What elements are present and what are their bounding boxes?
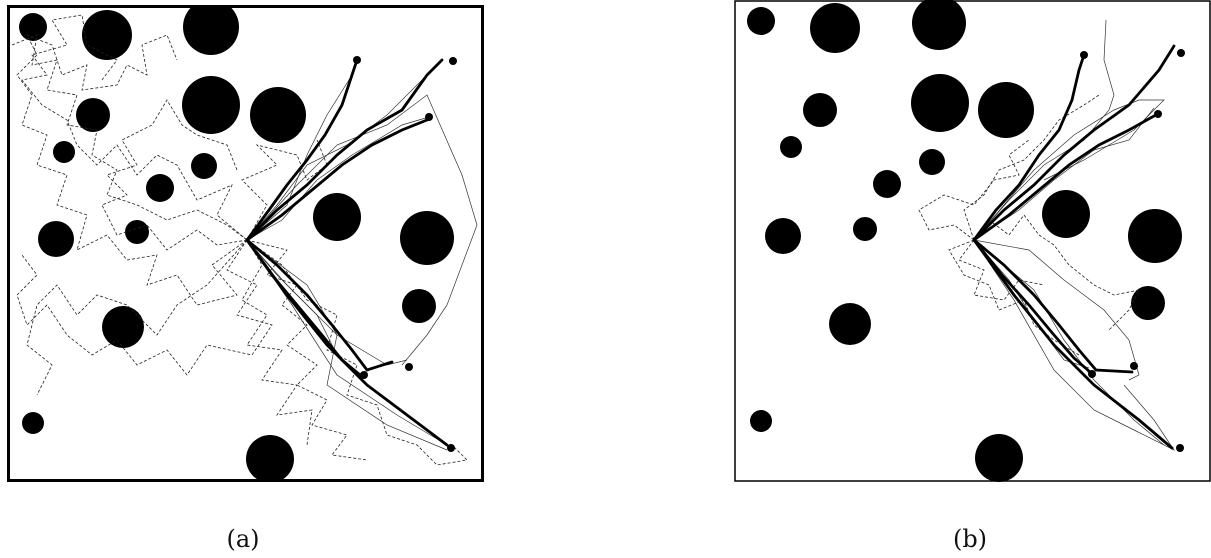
- caption-b: (b): [952, 525, 988, 553]
- panel-b-goals: [1080, 49, 1185, 452]
- goal-marker: [1130, 362, 1138, 370]
- obstacle: [873, 170, 901, 198]
- obstacle: [810, 3, 860, 53]
- goal-marker: [447, 444, 455, 452]
- random-walk: [16, 34, 248, 306]
- learned-path: [973, 99, 1165, 241]
- random-walk: [21, 14, 248, 241]
- random-walk: [963, 94, 1100, 241]
- panel-b-plot: [734, 0, 1211, 482]
- panel-b-frame: [734, 0, 1211, 482]
- panel-b-obstacles: [747, 0, 1182, 482]
- learned-path: [246, 239, 448, 451]
- optimal-path: [245, 118, 429, 242]
- obstacle: [183, 5, 239, 55]
- panel-a-obstacles: [19, 5, 454, 482]
- obstacle: [146, 174, 174, 202]
- learned-path: [973, 239, 1140, 381]
- obstacle: [38, 221, 74, 257]
- obstacle: [53, 141, 75, 163]
- random-walk: [11, 34, 248, 241]
- obstacle: [750, 410, 772, 432]
- caption-a: (a): [226, 525, 260, 553]
- panel-a: [7, 5, 484, 482]
- optimal-path: [972, 238, 1174, 450]
- optimal-path: [972, 238, 1092, 374]
- goal-marker: [1154, 110, 1162, 118]
- optimal-path: [245, 58, 444, 242]
- obstacle: [102, 306, 144, 348]
- learned-path: [973, 239, 1165, 446]
- random-walk: [246, 239, 368, 461]
- obstacle: [125, 220, 149, 244]
- obstacle: [975, 434, 1023, 482]
- learned-path: [246, 116, 430, 241]
- optimal-path: [972, 238, 1134, 374]
- obstacle: [1042, 190, 1090, 238]
- panel-a-frame: [7, 5, 484, 482]
- goal-marker: [1177, 49, 1185, 57]
- goal-marker: [405, 363, 413, 371]
- panel-a-exploration-paths: [11, 14, 468, 466]
- learned-path: [973, 107, 1155, 241]
- obstacle: [402, 289, 436, 323]
- obstacle: [829, 303, 871, 345]
- goal-marker: [360, 371, 368, 379]
- obstacle: [747, 7, 775, 35]
- obstacle: [1131, 286, 1165, 320]
- learned-path: [246, 239, 363, 376]
- obstacle: [246, 435, 294, 482]
- obstacle: [250, 87, 306, 143]
- random-walk: [16, 239, 273, 376]
- random-walk: [958, 239, 1045, 301]
- obstacle: [978, 82, 1034, 138]
- panel-a-plot: [7, 5, 484, 482]
- obstacle: [765, 218, 801, 254]
- goal-marker: [425, 113, 433, 121]
- panel-b-optimal-paths: [972, 44, 1176, 450]
- goal-marker: [449, 57, 457, 65]
- obstacle: [400, 211, 454, 265]
- optimal-path: [245, 238, 394, 372]
- obstacle: [191, 153, 217, 179]
- goal-marker: [353, 56, 361, 64]
- optimal-path: [245, 238, 449, 447]
- obstacle: [1128, 209, 1182, 263]
- random-walk: [973, 214, 1140, 331]
- random-walk: [948, 239, 1080, 356]
- learned-path: [973, 239, 1176, 451]
- obstacle: [313, 193, 361, 241]
- panel-b: [734, 0, 1211, 482]
- random-walk: [246, 239, 468, 466]
- obstacle: [19, 13, 47, 41]
- goal-marker: [1176, 444, 1184, 452]
- goal-marker: [1080, 51, 1088, 59]
- obstacle: [919, 149, 945, 175]
- obstacle: [22, 412, 44, 434]
- goal-marker: [1088, 370, 1096, 378]
- obstacle: [911, 74, 969, 132]
- panel-b-exploration-paths: [918, 94, 1140, 356]
- obstacle: [76, 98, 110, 132]
- optimal-path: [972, 44, 1176, 242]
- obstacle: [853, 217, 877, 241]
- learned-path: [246, 94, 478, 366]
- obstacle: [82, 10, 132, 60]
- random-walk: [241, 239, 313, 446]
- panel-a-goals: [353, 56, 457, 452]
- random-walk: [26, 239, 248, 396]
- obstacle: [912, 0, 966, 50]
- obstacle: [780, 136, 802, 158]
- optimal-path: [972, 53, 1086, 242]
- learned-path: [973, 19, 1115, 241]
- learned-path: [973, 239, 1090, 369]
- obstacle: [182, 76, 240, 134]
- optimal-path: [245, 58, 359, 242]
- random-walk: [101, 99, 248, 251]
- optimal-path: [972, 114, 1156, 242]
- obstacle: [803, 93, 837, 127]
- random-walk: [918, 139, 1030, 241]
- panel-a-optimal-paths: [245, 58, 449, 447]
